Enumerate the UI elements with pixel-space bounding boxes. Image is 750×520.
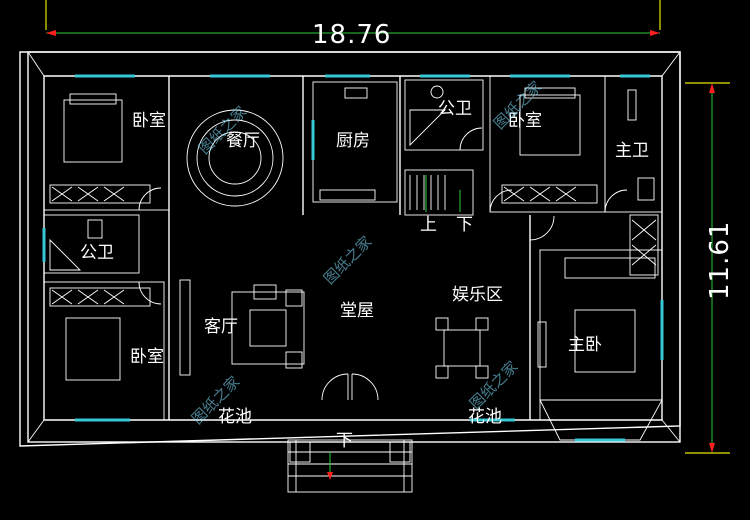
label-kitchen: 厨房 <box>336 131 370 151</box>
label-living: 客厅 <box>204 317 238 337</box>
label-entrance-down: 下 <box>336 431 353 451</box>
label-dining: 餐厅 <box>226 131 260 151</box>
label-planter-left: 花池 <box>218 407 252 427</box>
furniture <box>49 85 659 381</box>
label-bedroom-top-left: 卧室 <box>132 111 166 131</box>
doors <box>138 127 628 401</box>
right-dimension <box>685 82 730 454</box>
label-planter-right: 花池 <box>468 407 502 427</box>
watermark-3: 图纸之家 <box>320 233 375 288</box>
windows <box>42 74 664 442</box>
label-hall: 堂屋 <box>340 301 374 321</box>
label-master-bath: 主卫 <box>615 141 649 161</box>
dimension-height: 11.61 <box>705 221 735 300</box>
label-public-bath-left: 公卫 <box>80 243 114 263</box>
top-dimension <box>45 0 661 36</box>
label-entertainment: 娱乐区 <box>452 285 503 305</box>
stair-arrow <box>425 175 461 212</box>
dimension-width: 18.76 <box>312 20 391 50</box>
label-bedroom-top-right: 卧室 <box>508 111 542 131</box>
label-public-bath-top: 公卫 <box>438 99 472 119</box>
label-master-bedroom: 主卧 <box>568 335 602 355</box>
entrance-steps <box>287 439 413 493</box>
label-stairs-up: 上 <box>420 215 437 235</box>
label-bedroom-bottom-left: 卧室 <box>130 347 164 367</box>
label-stairs-down: 下 <box>456 215 473 235</box>
